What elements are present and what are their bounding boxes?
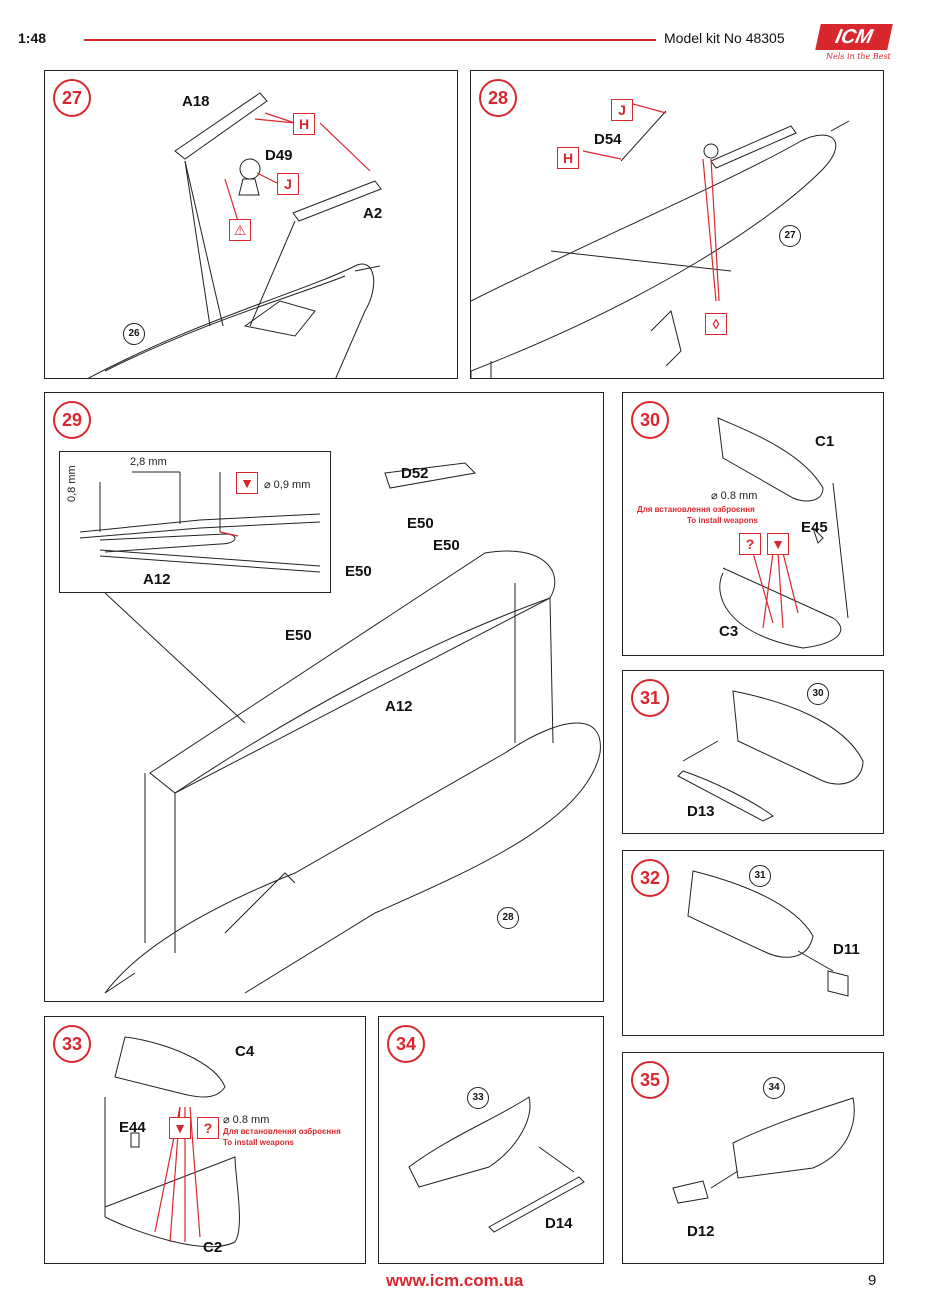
step-34-panel: 34 33 D14 bbox=[378, 1016, 604, 1264]
drill-size: ⌀ 0,9 mm bbox=[264, 479, 311, 491]
part-label: A2 bbox=[363, 205, 383, 222]
scale-label: 1:48 bbox=[18, 30, 47, 46]
step-35-panel: 35 34 D12 bbox=[622, 1052, 884, 1264]
drill-icon: ▼ bbox=[169, 1117, 191, 1139]
part-label: E50 bbox=[433, 537, 460, 554]
part-label: D49 bbox=[265, 147, 293, 164]
note-ua: Для встановлення озброєння bbox=[223, 1127, 341, 1136]
drill-size: ⌀ 0.8 mm bbox=[711, 490, 758, 502]
website-link[interactable]: www.icm.com.ua bbox=[386, 1271, 524, 1290]
inset-diagram bbox=[79, 471, 321, 573]
kit-number: Model kit No 48305 bbox=[664, 30, 785, 46]
step-30-panel: 30 C1 ⌀ 0.8 mm Для встановлення озброєнн… bbox=[622, 392, 884, 656]
step-ref-circle: 31 bbox=[749, 865, 771, 887]
step-28-diagram bbox=[471, 103, 850, 378]
part-label: D14 bbox=[545, 1215, 573, 1232]
question-icon: ? bbox=[739, 533, 761, 555]
part-label: A12 bbox=[385, 698, 413, 715]
step-number-badge: 29 bbox=[53, 401, 91, 439]
step-number-badge: 33 bbox=[53, 1025, 91, 1063]
part-label: E45 bbox=[801, 519, 828, 536]
marker-h: H bbox=[557, 147, 579, 169]
part-label: D11 bbox=[833, 941, 860, 958]
page-number: 9 bbox=[868, 1272, 877, 1289]
part-label: E44 bbox=[119, 1119, 146, 1136]
marker-j: J bbox=[611, 99, 633, 121]
step-27-diagram bbox=[87, 92, 382, 378]
header-divider bbox=[84, 39, 656, 41]
no-glue-icon: ⚠ bbox=[229, 219, 251, 241]
step-number-badge: 28 bbox=[479, 79, 517, 117]
step-number-badge: 34 bbox=[387, 1025, 425, 1063]
part-label: C1 bbox=[815, 433, 835, 450]
part-label: E50 bbox=[285, 627, 312, 644]
step-number-badge: 30 bbox=[631, 401, 669, 439]
step-32-diagram bbox=[687, 870, 849, 997]
step-30-diagram bbox=[717, 417, 849, 649]
step-number-badge: 27 bbox=[53, 79, 91, 117]
part-label: C4 bbox=[235, 1043, 255, 1060]
step-ref-circle: 26 bbox=[123, 323, 145, 345]
marker-h: H bbox=[293, 113, 315, 135]
part-label: D54 bbox=[594, 131, 622, 148]
step-34-diagram bbox=[408, 1096, 585, 1233]
drill-icon: ▼ bbox=[767, 533, 789, 555]
step-ref-circle: 27 bbox=[779, 225, 801, 247]
question-icon: ? bbox=[197, 1117, 219, 1139]
step-27-panel: 27 A18 D49 A2 H J ⚠ 26 bbox=[44, 70, 458, 379]
step-ref-circle: 28 bbox=[497, 907, 519, 929]
step-33-diagram bbox=[104, 1036, 240, 1248]
step-31-panel: 31 30 D13 bbox=[622, 670, 884, 834]
step-32-panel: 32 31 D11 bbox=[622, 850, 884, 1036]
marker-j: J bbox=[277, 173, 299, 195]
part-label: C2 bbox=[203, 1239, 223, 1256]
drill-size: ⌀ 0.8 mm bbox=[223, 1114, 270, 1126]
part-label: D13 bbox=[687, 803, 715, 820]
step-number-badge: 35 bbox=[631, 1061, 669, 1099]
step-31-diagram bbox=[677, 690, 864, 822]
step-ref-circle: 34 bbox=[763, 1077, 785, 1099]
step-29-diagram bbox=[104, 462, 601, 994]
part-label: D12 bbox=[687, 1223, 715, 1240]
step-number-badge: 32 bbox=[631, 859, 669, 897]
step-ref-circle: 33 bbox=[467, 1087, 489, 1109]
step-29-panel: 29 2,8 mm 0,8 mm ▼ ⌀ 0,9 mm A12 bbox=[44, 392, 604, 1002]
dimension-width: 2,8 mm bbox=[130, 456, 167, 468]
step-28-panel: 28 J H D54 ◊ 27 bbox=[470, 70, 884, 379]
step-ref-circle: 30 bbox=[807, 683, 829, 705]
icm-logo: ICM Nels in the Best bbox=[808, 24, 898, 70]
drill-icon: ▼ bbox=[236, 472, 258, 494]
note-en: To install weapons bbox=[223, 1138, 294, 1147]
glue-drop-icon: ◊ bbox=[705, 313, 727, 335]
part-label: E50 bbox=[407, 515, 434, 532]
part-label: C3 bbox=[719, 623, 739, 640]
part-label: E50 bbox=[345, 563, 372, 580]
step-33-panel: 33 C4 ▼ ? ⌀ 0.8 mm Для встановлення озбр… bbox=[44, 1016, 366, 1264]
logo-tagline: Nels in the Best bbox=[826, 52, 891, 61]
part-label: D52 bbox=[401, 465, 429, 482]
part-label: A18 bbox=[182, 93, 210, 110]
note-ua: Для встановлення озброєння bbox=[637, 505, 755, 514]
step-35-diagram bbox=[672, 1097, 855, 1204]
step-number-badge: 31 bbox=[631, 679, 669, 717]
detail-inset: 2,8 mm 0,8 mm ▼ ⌀ 0,9 mm bbox=[59, 451, 331, 593]
logo-wordmark: ICM bbox=[815, 24, 893, 50]
part-label: A12 bbox=[143, 571, 171, 588]
note-en: To install weapons bbox=[687, 516, 758, 525]
